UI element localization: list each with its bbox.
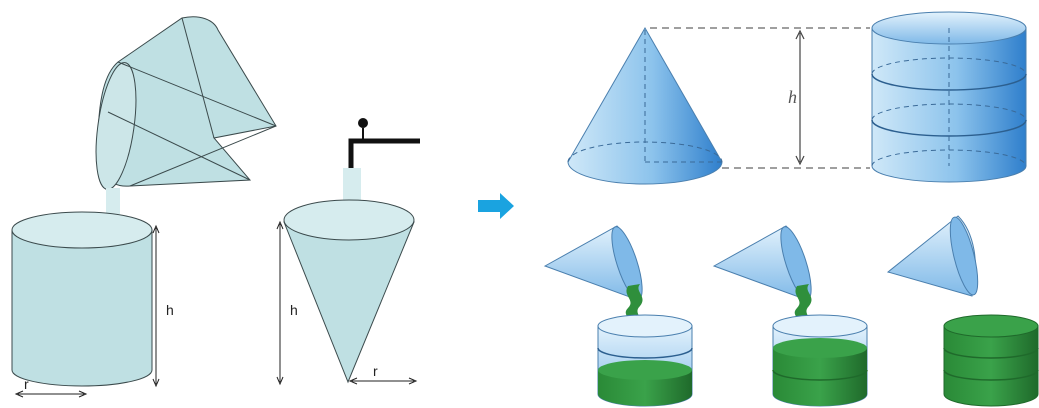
pouring-cone-left bbox=[89, 17, 276, 192]
cone-radius-label: r bbox=[373, 363, 378, 379]
cylinder-radius-label: r bbox=[24, 376, 29, 392]
cylinder-left bbox=[12, 212, 152, 386]
pour-step-3 bbox=[888, 215, 1038, 406]
left-panel: h r h bbox=[12, 17, 420, 397]
cone-radius-dimension bbox=[350, 378, 416, 384]
cone-height-label: h bbox=[290, 302, 298, 318]
empty-cone-step-3 bbox=[888, 215, 983, 297]
cone-big bbox=[568, 28, 722, 184]
pour-step-1 bbox=[545, 224, 692, 406]
cup-step-2 bbox=[773, 315, 867, 406]
full-cup-step-3 bbox=[944, 315, 1038, 406]
water-stream-faucet bbox=[343, 168, 361, 202]
cylinder-height-dimension bbox=[153, 226, 159, 386]
cylinder-big bbox=[872, 12, 1026, 182]
height-dimension-right bbox=[796, 31, 804, 164]
pour-step-2 bbox=[714, 224, 867, 406]
right-panel: h bbox=[545, 12, 1038, 406]
height-label-right: h bbox=[788, 87, 797, 107]
cone-height-dimension bbox=[277, 222, 283, 384]
right-arrow-icon bbox=[478, 193, 514, 219]
water-stream-left bbox=[106, 188, 120, 214]
cone-left bbox=[284, 200, 414, 382]
cup-step-1 bbox=[598, 315, 692, 406]
cylinder-height-label: h bbox=[166, 302, 174, 318]
faucet-icon bbox=[351, 118, 420, 168]
